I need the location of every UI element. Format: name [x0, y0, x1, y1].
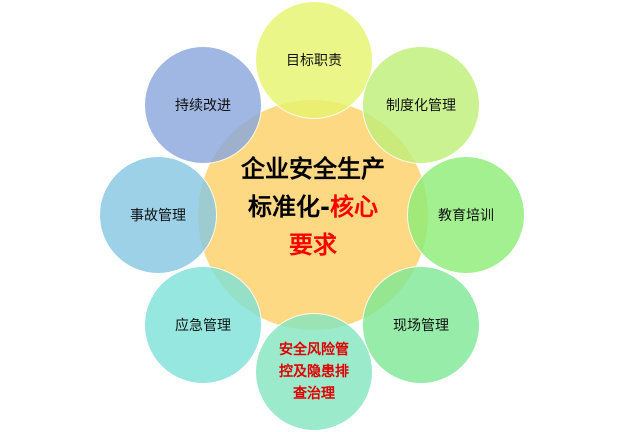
node-label: 事故管理	[130, 208, 186, 224]
node-label: 应急管理	[175, 318, 231, 334]
node-label: 现场管理	[393, 318, 449, 334]
node-accident-management	[99, 156, 217, 274]
node-emergency-management	[144, 266, 262, 384]
center-title-line2-black: 标准化-	[248, 193, 330, 221]
center-title-line2-red: 核心	[329, 193, 378, 221]
node-label: 教育培训	[438, 208, 494, 224]
node-label: 持续改进	[175, 98, 231, 114]
node-label-line: 控及隐患排	[279, 364, 349, 380]
node-label: 制度化管理	[386, 98, 456, 114]
node-label: 目标职责	[286, 53, 342, 69]
node-label-line: 查治理	[293, 386, 335, 402]
node-site-management	[362, 266, 480, 384]
node-institutional-management	[362, 46, 480, 164]
node-label-line: 安全风险管	[279, 342, 349, 358]
center-title-line1: 企业安全生产	[241, 155, 385, 183]
node-risk-hazard-control	[255, 313, 373, 431]
node-education-training	[407, 156, 525, 274]
node-label-highlight: 安全风险管 控及隐患排 查治理	[264, 313, 364, 431]
node-continuous-improvement	[144, 46, 262, 164]
node-goal-responsibility	[255, 1, 373, 119]
center-title: 企业安全生产 标准化-核心 要求	[198, 150, 428, 264]
center-title-line2: 标准化-核心	[198, 188, 428, 226]
center-title-line3: 要求	[289, 231, 337, 259]
